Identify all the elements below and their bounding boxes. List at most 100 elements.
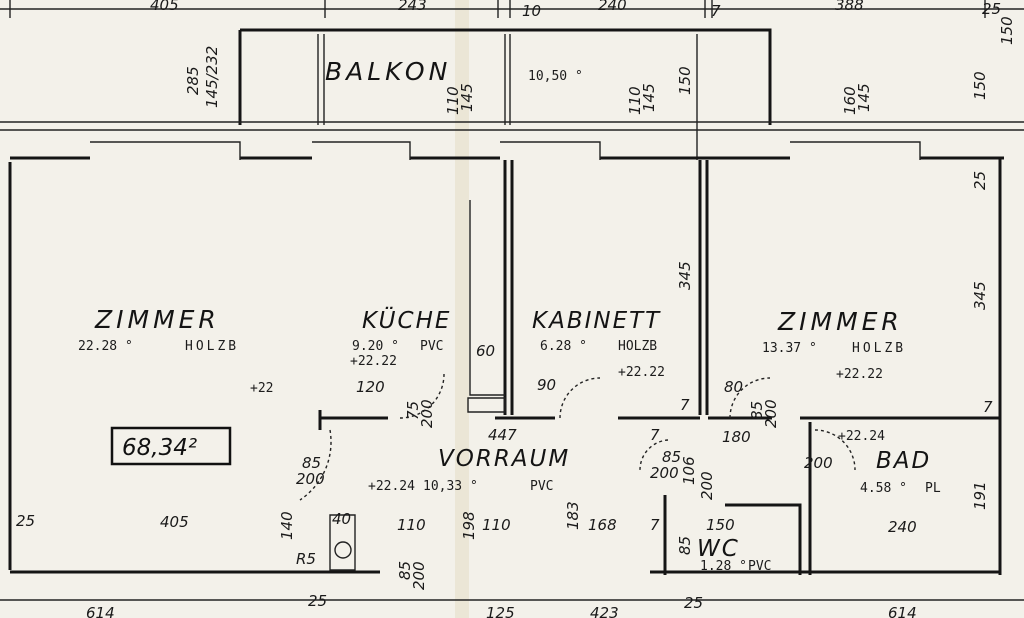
dim-200-c: 200 <box>296 470 325 488</box>
room-area-zimmer-right: 13.37 ° <box>762 341 817 356</box>
dim-top-388: 388 <box>835 0 864 14</box>
level-mark-a: +22 <box>250 381 273 396</box>
room-name-wc: WC <box>697 536 740 562</box>
wall-dimensions: 345 345 25 25 191 7 25 <box>16 171 993 610</box>
room-area-kuche: 9.20 ° <box>352 339 399 354</box>
room-area-zimmer-left: 22.28 ° <box>78 339 133 354</box>
dim-200-a: 200 <box>418 399 436 428</box>
dim-top-10: 10 <box>522 2 541 20</box>
door-dimensions: 60 120 90 80 75 200 85 200 180 85 200 7 … <box>296 342 780 488</box>
level-mark-b: +22.22 <box>350 354 397 369</box>
room-zimmer-left: ZIMMER 22.28 ° HOLZB <box>78 305 239 354</box>
dim-183: 183 <box>564 501 582 530</box>
room-area-wc: 1.28 ° <box>700 559 747 574</box>
dim-285: 285 <box>184 66 202 95</box>
dim-240: 240 <box>888 518 917 536</box>
dim-bottom-423: 423 <box>590 604 619 618</box>
dim-7-a: 7 <box>650 426 660 444</box>
dim-7-hall: 7 <box>650 516 660 534</box>
dim-145-c: 145 <box>855 83 873 112</box>
dim-150-c: 150 <box>998 16 1016 45</box>
dim-7-b: 7 <box>680 396 690 414</box>
balkon: BALKON 10,50 ° <box>0 28 1024 160</box>
dim-110-a: 110 <box>444 86 462 115</box>
dim-160: 160 <box>841 86 859 115</box>
dim-85-a: 85 <box>748 401 766 420</box>
room-name-balkon: BALKON <box>325 57 451 86</box>
room-bad: BAD 4.58 ° PL <box>860 448 941 496</box>
room-name-zimmer-right: ZIMMER <box>777 307 903 336</box>
dim-60: 60 <box>476 342 495 360</box>
dim-145-b: 145 <box>640 83 658 112</box>
dim-top-7: 7 <box>711 2 721 20</box>
dim-25-bottom-left: 25 <box>308 592 327 610</box>
dim-191: 191 <box>971 481 989 510</box>
room-area-kabinett: 6.28 ° <box>540 339 587 354</box>
dim-140: 140 <box>278 511 296 540</box>
interior-walls <box>318 160 1000 575</box>
room-floor-kabinett: HOLZB <box>618 339 657 354</box>
room-floor-kuche: PVC <box>420 339 443 354</box>
room-floor-zimmer-right: HOLZB <box>852 341 906 356</box>
dim-7-right: 7 <box>983 398 993 416</box>
dim-top-243: 243 <box>398 0 427 14</box>
room-vorraum: VORRAUM 10,33 ° PVC <box>423 446 570 494</box>
total-area-value: 68,34² <box>122 435 197 461</box>
dim-106: 106 <box>680 456 698 485</box>
room-floor-bad: PL <box>925 481 941 496</box>
dim-85-hall: 85 <box>662 448 681 466</box>
bottom-dimension-line: 614 25 125 423 614 405 R5 <box>0 513 1024 618</box>
hall-dimensions: 447 85 200 140 40 110 110 168 198 183 85… <box>278 426 681 590</box>
room-area-bad: 4.58 ° <box>860 481 907 496</box>
dim-150-a: 150 <box>676 66 694 95</box>
dim-345-a: 345 <box>676 261 694 290</box>
dim-bottom-r5: R5 <box>296 550 316 568</box>
room-floor-wc: PVC <box>748 559 771 574</box>
balkon-dimensions: 285 145/232 110 145 150 110 145 150 160 … <box>184 16 1016 115</box>
room-kabinett: KABINETT 6.28 ° HOLZB <box>532 308 661 354</box>
dim-75: 75 <box>404 401 422 420</box>
dim-200-bad: 200 <box>804 454 833 472</box>
dim-bottom-25: 25 <box>684 594 703 612</box>
dim-bottom-614-b: 614 <box>888 604 917 618</box>
dim-345-b: 345 <box>971 281 989 310</box>
dim-150-b: 150 <box>971 71 989 100</box>
room-area-vorraum: 10,33 ° <box>423 479 478 494</box>
dim-198: 198 <box>460 511 478 540</box>
room-name-zimmer-left: ZIMMER <box>94 305 220 334</box>
dim-90: 90 <box>537 376 556 394</box>
room-name-kabinett: KABINETT <box>532 308 661 334</box>
dim-top-25: 25 <box>982 0 1001 18</box>
room-name-bad: BAD <box>876 448 931 474</box>
room-name-kuche: KÜCHE <box>362 306 451 334</box>
room-name-vorraum: VORRAUM <box>438 446 570 472</box>
dim-top-240: 240 <box>598 0 627 14</box>
dim-bottom-614-a: 614 <box>86 604 115 618</box>
dim-150: 150 <box>706 516 735 534</box>
room-floor-vorraum: PVC <box>530 479 553 494</box>
dim-447: 447 <box>488 426 517 444</box>
dim-top-405: 405 <box>150 0 179 14</box>
paper-fold <box>455 0 469 618</box>
dim-110-hall-a: 110 <box>397 516 426 534</box>
level-mark-d: +22.22 <box>836 367 883 382</box>
dim-200-wc: 200 <box>698 471 716 500</box>
top-dimension-line: 405 243 10 240 7 388 25 <box>0 0 1024 20</box>
dim-145-232: 145/232 <box>203 46 221 108</box>
dim-85-b: 85 <box>302 454 321 472</box>
dim-200-b: 200 <box>762 399 780 428</box>
dim-168: 168 <box>588 516 617 534</box>
dim-bottom-405: 405 <box>160 513 189 531</box>
room-zimmer-right: ZIMMER 13.37 ° HOLZB <box>762 307 906 356</box>
outer-walls <box>8 141 1004 575</box>
dim-200-hall: 200 <box>650 464 679 482</box>
total-area: 68,34² <box>110 426 232 466</box>
dim-25-right: 25 <box>971 171 989 190</box>
room-wc: WC 1.28 ° PVC <box>697 536 771 574</box>
door-swings <box>299 373 856 501</box>
level-mark-c: +22.22 <box>618 365 665 380</box>
room-floor-zimmer-left: HOLZB <box>185 339 239 354</box>
dim-200-entry: 200 <box>410 561 428 590</box>
dim-80: 80 <box>724 378 743 396</box>
